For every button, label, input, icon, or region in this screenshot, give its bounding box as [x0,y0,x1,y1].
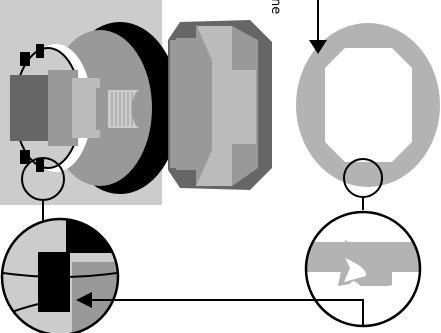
partial-label-text: ne [268,0,283,15]
left-magnified-detail [0,217,120,333]
washer-pointer-arrow [309,0,327,54]
bonnet-nut [168,20,272,190]
washer-marker-notch [360,168,371,182]
connector-arrow [76,292,364,326]
washer [296,23,440,187]
cartridge-stem [10,44,148,172]
right-magnified-detail [304,210,422,328]
